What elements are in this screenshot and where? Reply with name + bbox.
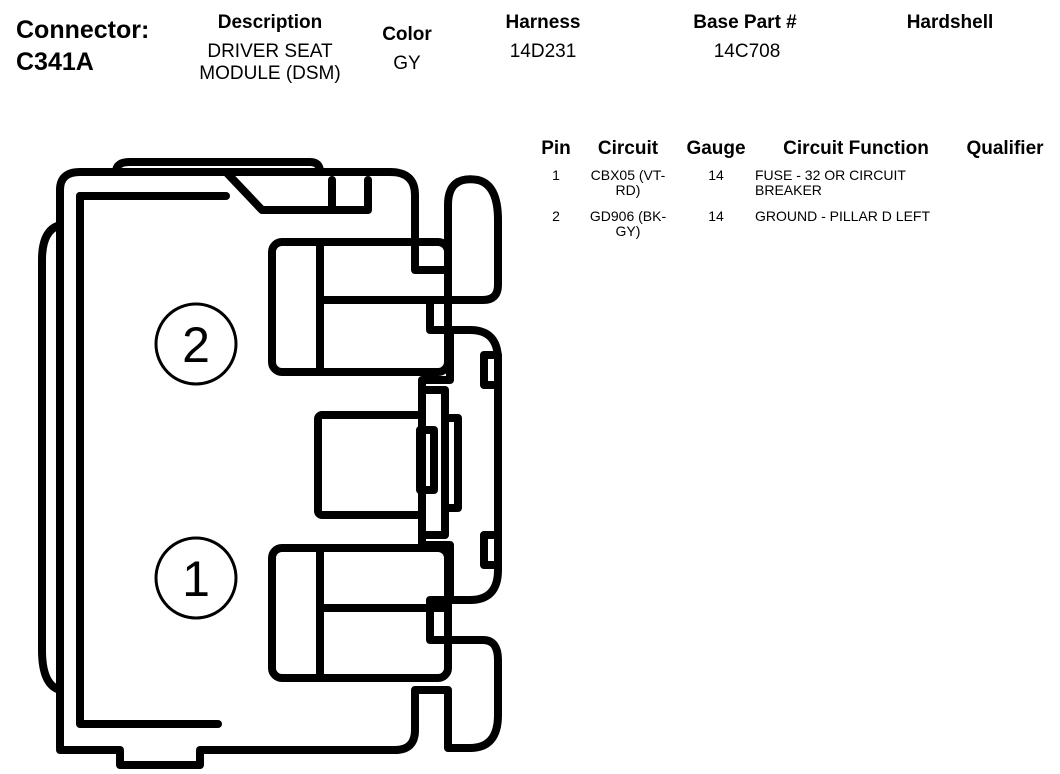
col-gauge-header: Gauge [686, 138, 746, 159]
harness-value: 14D231 [509, 41, 577, 62]
harness-header: Harness [505, 12, 581, 33]
right-latch-slot [416, 426, 438, 494]
pin-2-cavity-inner [316, 238, 452, 376]
left-latch [38, 221, 64, 694]
right-latch [418, 326, 502, 604]
pin-1-number: 1 [182, 551, 210, 607]
circuit-line: GY) [615, 223, 641, 239]
connector-body-outline [56, 168, 502, 752]
right-latch-tab-bottom [480, 531, 502, 569]
connector-id: C341A [16, 48, 94, 76]
connector-label: Connector: [16, 16, 150, 44]
hardshell-header: Hardshell [906, 12, 994, 33]
circuit-line: CBX05 (VT- [590, 167, 666, 183]
right-latch-tab-top [480, 351, 502, 389]
pin-1-cavity-outer [268, 544, 452, 682]
function-line: FUSE - 32 OR CIRCUIT [755, 167, 906, 183]
row-gauge: 14 [708, 167, 724, 183]
base-part-header: Base Part # [693, 12, 797, 33]
connector-face-diagram: 2 1 [38, 158, 502, 769]
description-header: Description [217, 12, 323, 33]
pin-1-circle [154, 536, 238, 620]
color-header: Color [382, 24, 432, 45]
row-pin: 2 [552, 208, 560, 224]
description-line-2: MODULE (DSM) [199, 63, 341, 84]
description-line-1: DRIVER SEAT [207, 41, 333, 62]
pin-1-cavity-inner [316, 544, 452, 682]
top-notch [222, 168, 372, 214]
col-function-header: Circuit Function [783, 138, 929, 159]
row-function: FUSE - 32 OR CIRCUIT BREAKER [755, 168, 955, 198]
right-latch-inner [418, 386, 449, 539]
top-key [112, 158, 324, 176]
connector-body-lower [56, 596, 502, 769]
row-circuit: GD906 (BK- GY) [578, 209, 678, 239]
pin-2-circle [154, 302, 238, 386]
col-circuit-header: Circuit [597, 138, 659, 159]
inner-left-edge [76, 192, 222, 728]
row-pin: 1 [552, 167, 560, 183]
col-qualifier-header: Qualifier [966, 138, 1044, 159]
color-value: GY [393, 53, 421, 74]
circuit-line: GD906 (BK- [589, 208, 667, 224]
center-lock-block [314, 411, 426, 519]
row-function: GROUND - PILLAR D LEFT [755, 209, 955, 224]
right-latch-bar [441, 414, 462, 512]
connector-title: Connector: C341A [16, 14, 149, 78]
description-value: DRIVER SEAT MODULE (DSM) [180, 41, 360, 85]
function-line: BREAKER [755, 182, 822, 198]
pin-2-number: 2 [182, 317, 210, 373]
pin-2-cavity-outer [268, 238, 452, 376]
function-line: GROUND - PILLAR D LEFT [755, 208, 931, 224]
row-gauge: 14 [708, 208, 724, 224]
col-pin-header: Pin [541, 138, 571, 159]
base-part-value: 14C708 [713, 41, 781, 62]
circuit-line: RD) [615, 182, 641, 198]
row-circuit: CBX05 (VT- RD) [578, 168, 678, 198]
